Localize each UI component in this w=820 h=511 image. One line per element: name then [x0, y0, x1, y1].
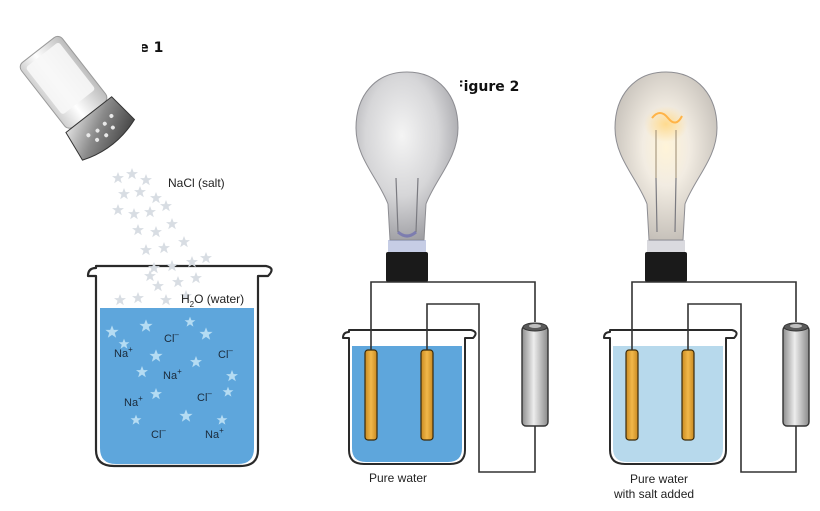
salt-crystal	[144, 206, 156, 218]
salt-crystal	[158, 242, 170, 254]
ion-label: Cl–	[151, 426, 166, 441]
ion-label: Na+	[205, 426, 224, 441]
salt-crystal	[172, 276, 184, 288]
salt-crystal	[150, 226, 162, 238]
beaker-2-water	[352, 346, 462, 462]
figure-2-title: Figure 2	[454, 79, 519, 95]
salt-crystal	[134, 186, 146, 198]
figure-1: Figure 1 NaCl (salt) H2O (water)	[10, 35, 273, 468]
ion-labels: Cl– Na+ Cl– Na+ Na+ Cl– Cl– Na+	[114, 330, 233, 441]
salt-crystal	[190, 272, 202, 284]
salt-crystal	[132, 224, 144, 236]
salt-crystal	[128, 208, 140, 220]
salt-crystal	[150, 192, 162, 204]
salt-crystal	[118, 188, 130, 200]
salt-shaker-body	[19, 35, 136, 161]
salt-crystal	[114, 294, 126, 306]
water-label: H2O (water)	[181, 292, 244, 309]
circuit-salt-water: Pure water with salt added	[603, 68, 810, 501]
wires-2	[631, 281, 797, 473]
beaker-1-water	[100, 308, 254, 464]
bulb-lit	[614, 68, 718, 282]
salt-crystal	[160, 200, 172, 212]
salt-crystal	[160, 294, 172, 306]
figure-2: Figure 2	[342, 68, 810, 501]
salt-crystal	[112, 172, 124, 184]
salt-crystal	[152, 280, 164, 292]
electrode-left	[364, 349, 378, 441]
beaker-1	[86, 264, 273, 468]
ion-label: Na+	[124, 394, 143, 409]
beaker-1-outline	[86, 264, 273, 468]
battery-2	[782, 322, 810, 427]
beaker-2-outline	[342, 329, 477, 465]
salt-crystal	[144, 270, 156, 282]
circuit-pure-water: Pure water	[342, 68, 549, 485]
salt-crystal	[166, 218, 178, 230]
ion-label: Na+	[163, 367, 182, 382]
salt-crystal	[140, 244, 152, 256]
bulb-unlit	[354, 68, 460, 282]
salt-shaker	[10, 35, 142, 172]
salt-crystal	[140, 174, 152, 186]
electrode-right	[681, 349, 695, 441]
electrode-left	[625, 349, 639, 441]
electrode-right	[420, 349, 434, 441]
caption-pure-water: Pure water	[369, 471, 427, 485]
battery-1	[521, 322, 549, 427]
caption-salt-water-line1: Pure water	[630, 472, 688, 486]
ion-label: Cl–	[218, 346, 233, 361]
wires-1	[370, 281, 536, 473]
ion-label: Na+	[114, 345, 133, 360]
caption-salt-water-line2: with salt added	[613, 487, 694, 501]
ion-label: Cl–	[197, 389, 212, 404]
salt-crystal	[178, 236, 190, 248]
salt-crystal	[200, 252, 212, 264]
ion-label: Cl–	[164, 330, 179, 345]
salt-crystal	[112, 204, 124, 216]
salt-crystal	[132, 292, 144, 304]
beaker-3-outline	[603, 329, 738, 465]
salt-label: NaCl (salt)	[168, 176, 225, 190]
beaker-3-water	[613, 346, 723, 462]
